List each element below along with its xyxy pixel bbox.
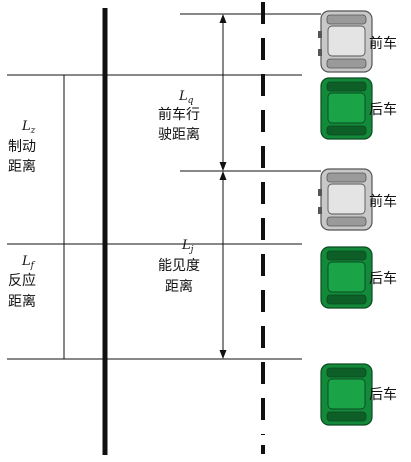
visibility-line1: 能见度 bbox=[158, 258, 200, 274]
rear-car-1-label: 后车 bbox=[369, 101, 397, 118]
visibility-distance-label: Lj 能见度 距离 bbox=[158, 238, 200, 295]
lane-divider-end-dot bbox=[261, 445, 265, 454]
braking-distance-symbol: Lz bbox=[21, 119, 36, 136]
rear-car-2-label: 后车 bbox=[369, 270, 397, 287]
visibility-line2: 距离 bbox=[165, 278, 193, 295]
visibility-symbol: Lj bbox=[181, 238, 194, 255]
reaction-distance-label: Lf 反应 距离 bbox=[8, 254, 36, 310]
front-travel-line2: 驶距离 bbox=[158, 126, 200, 143]
front-travel-arrow bbox=[220, 14, 227, 171]
front-car-2-label: 前车 bbox=[369, 193, 397, 210]
reaction-distance-line2: 距离 bbox=[8, 293, 36, 310]
rear-car-3 bbox=[321, 364, 372, 425]
rear-car-2 bbox=[321, 247, 372, 308]
front-car-1 bbox=[318, 11, 372, 72]
front-travel-symbol: Lq bbox=[178, 89, 194, 106]
braking-distance-label: Lz 制动 距离 bbox=[8, 119, 36, 175]
front-car-1-label: 前车 bbox=[369, 35, 397, 52]
reaction-distance-symbol: Lf bbox=[21, 254, 36, 271]
front-car-2 bbox=[318, 169, 372, 230]
rear-car-1 bbox=[321, 78, 372, 139]
braking-distance-line1: 制动 bbox=[8, 139, 36, 155]
front-travel-distance-label: Lq 前车行 驶距离 bbox=[158, 89, 200, 143]
rear-car-3-label: 后车 bbox=[369, 386, 397, 403]
front-travel-line1: 前车行 bbox=[158, 106, 200, 123]
visibility-arrow bbox=[220, 171, 227, 359]
reaction-distance-line1: 反应 bbox=[8, 272, 36, 289]
braking-distance-line2: 距离 bbox=[8, 158, 36, 175]
